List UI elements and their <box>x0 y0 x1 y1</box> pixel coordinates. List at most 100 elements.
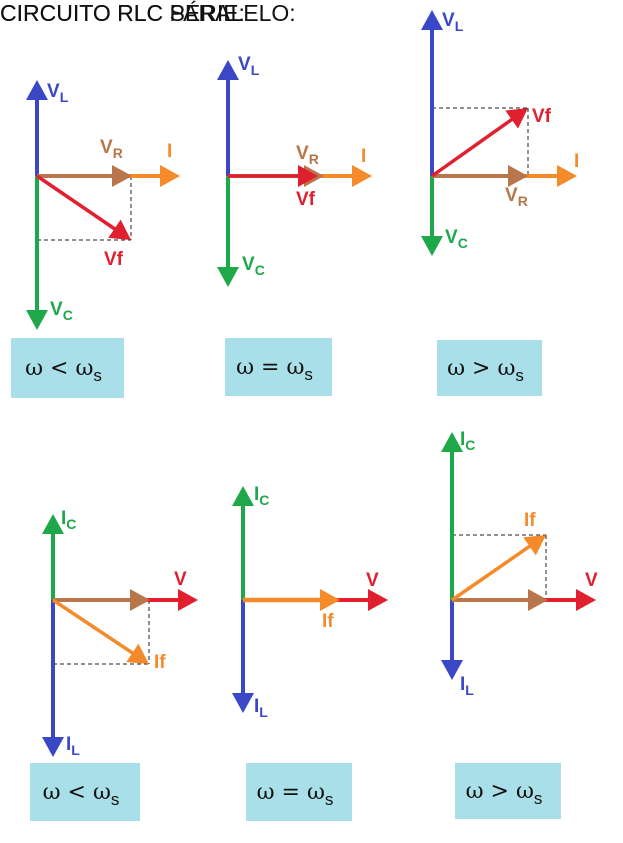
p1-label-if-main: If <box>154 652 166 673</box>
s1-condition-box-bg <box>11 338 124 398</box>
p1-label-if: If <box>154 652 166 673</box>
p2-condition-box-text: ω = ωs <box>257 780 334 809</box>
p1-label-il-subscript: L <box>71 742 80 758</box>
s3-label-vf-main: Vf <box>532 106 552 127</box>
p5-ic-arrow <box>232 486 254 600</box>
s1-label-vl-subscript: L <box>60 89 69 105</box>
s1-label-i-main: I <box>167 141 172 162</box>
p2-label-v-main: V <box>366 570 379 591</box>
s3-label-vr: VR <box>505 185 528 209</box>
p3-label-v-main: V <box>585 570 598 591</box>
s2-vf-arrow <box>228 165 318 187</box>
p1-il-arrow <box>42 600 64 757</box>
s2-condition-box-bg <box>225 338 332 396</box>
s3-label-vc-subscript: C <box>458 235 468 251</box>
p1-label-il-main: I <box>66 734 71 755</box>
s3-condition-box-bg <box>437 340 542 396</box>
p1-label-v: V <box>174 569 187 590</box>
s2-label-vf: Vf <box>296 189 316 210</box>
p1-label-il: IL <box>66 734 80 758</box>
s3-label-vr-subscript: R <box>518 193 528 209</box>
p2-label-ic-subscript: C <box>259 492 269 508</box>
p3-label-il-main: I <box>460 674 465 695</box>
s3-vf-arrow <box>430 108 528 178</box>
s3-vc-arrow <box>421 176 443 256</box>
s1-condition-box: ω < ωs <box>11 338 124 398</box>
s2-condition-box: ω = ωs <box>225 338 332 396</box>
s1-label-vr-subscript: R <box>113 145 123 161</box>
p2-label-il-subscript: L <box>259 704 268 720</box>
p3-condition-box-bg <box>455 763 561 819</box>
p3-label-ic-subscript: C <box>465 437 475 453</box>
s2-label-vr-main: V <box>296 143 309 164</box>
s3-label-vl-subscript: L <box>455 18 464 34</box>
s3-label-vc: VC <box>445 227 468 251</box>
p2-label-il-main: I <box>254 696 259 717</box>
s3-label-vc-main: V <box>445 227 458 248</box>
p2-label-if: If <box>322 611 334 632</box>
title-serie: CIRCUITO RLC SÉRIE: <box>0 0 245 26</box>
s1-label-vr: VR <box>100 137 123 161</box>
s1-label-vr-main: V <box>100 137 113 158</box>
s2-label-vr-subscript: R <box>309 151 319 167</box>
p1-label-ic-main: I <box>61 508 66 529</box>
s1-vl-arrow <box>26 80 48 176</box>
s2-label-vc-subscript: C <box>255 262 265 278</box>
p3-label-if: If <box>524 510 536 531</box>
s3-label-vr-main: V <box>505 185 518 206</box>
p1-vr-arrow <box>53 589 150 611</box>
p3-if-arrow <box>451 535 546 602</box>
p2-condition-box-bg <box>246 763 352 821</box>
p2-label-ic: IC <box>254 484 269 508</box>
s2-vl-arrow <box>217 60 239 176</box>
p2-condition-box: ω = ωs <box>246 763 352 821</box>
title-paralelo: CIRCUITO RLC PARALELO: <box>0 0 296 26</box>
p3-label-ic-main: I <box>460 429 465 450</box>
s2-label-vl-main: V <box>238 54 251 75</box>
p3-vr-arrow <box>452 589 548 611</box>
s2-label-i-main: I <box>361 146 366 167</box>
p1-condition-box-bg <box>30 763 140 821</box>
s2-label-vr: VR <box>296 143 319 167</box>
s2-label-vf-main: Vf <box>296 189 316 210</box>
p3-label-ic: IC <box>460 429 475 453</box>
p1-label-ic-subscript: C <box>66 516 76 532</box>
p5-il-arrow <box>232 600 254 713</box>
p2-label-v: V <box>366 570 379 591</box>
p3-label-il-subscript: L <box>465 682 474 698</box>
s3-condition-box: ω > ωs <box>437 340 542 396</box>
p3-condition-box-text: ω > ωs <box>466 779 543 808</box>
s1-label-vf: Vf <box>104 249 124 270</box>
p1-condition-box-text: ω < ωs <box>43 780 120 809</box>
s1-label-vf-main: Vf <box>104 249 124 270</box>
s1-vr-arrow <box>37 165 132 187</box>
s1-label-vc: VC <box>50 299 73 323</box>
s3-vr-arrow <box>432 165 528 187</box>
s1-label-vc-subscript: C <box>63 307 73 323</box>
s1-label-vc-main: V <box>50 299 63 320</box>
s3-label-i-main: I <box>574 151 579 172</box>
p3-condition-box: ω > ωs <box>455 763 561 819</box>
s2-condition-box-text: ω = ωs <box>236 355 313 384</box>
s3-vl-arrow <box>421 10 443 176</box>
s3-label-vl-main: V <box>442 10 455 31</box>
s2-label-vc-main: V <box>242 254 255 275</box>
p1-label-v-main: V <box>174 569 187 590</box>
s1-condition-box-text: ω < ωs <box>25 356 102 385</box>
p1-condition-box: ω < ωs <box>30 763 140 821</box>
p1-if-arrow <box>52 598 149 664</box>
s1-label-vl-main: V <box>47 81 60 102</box>
p3-il-arrow <box>441 600 463 680</box>
p2-label-ic-main: I <box>254 484 259 505</box>
s1-vc-arrow <box>26 176 48 330</box>
s1-vf-arrow <box>36 174 131 240</box>
s2-label-vl: VL <box>238 54 260 78</box>
s3-condition-box-text: ω > ωs <box>447 356 524 385</box>
s2-label-vl-subscript: L <box>251 62 260 78</box>
s2-label-vc: VC <box>242 254 265 278</box>
s2-label-i: I <box>361 146 366 167</box>
p1-ic-arrow <box>42 514 64 600</box>
p2-label-il: IL <box>254 696 268 720</box>
p3-label-v: V <box>585 570 598 591</box>
